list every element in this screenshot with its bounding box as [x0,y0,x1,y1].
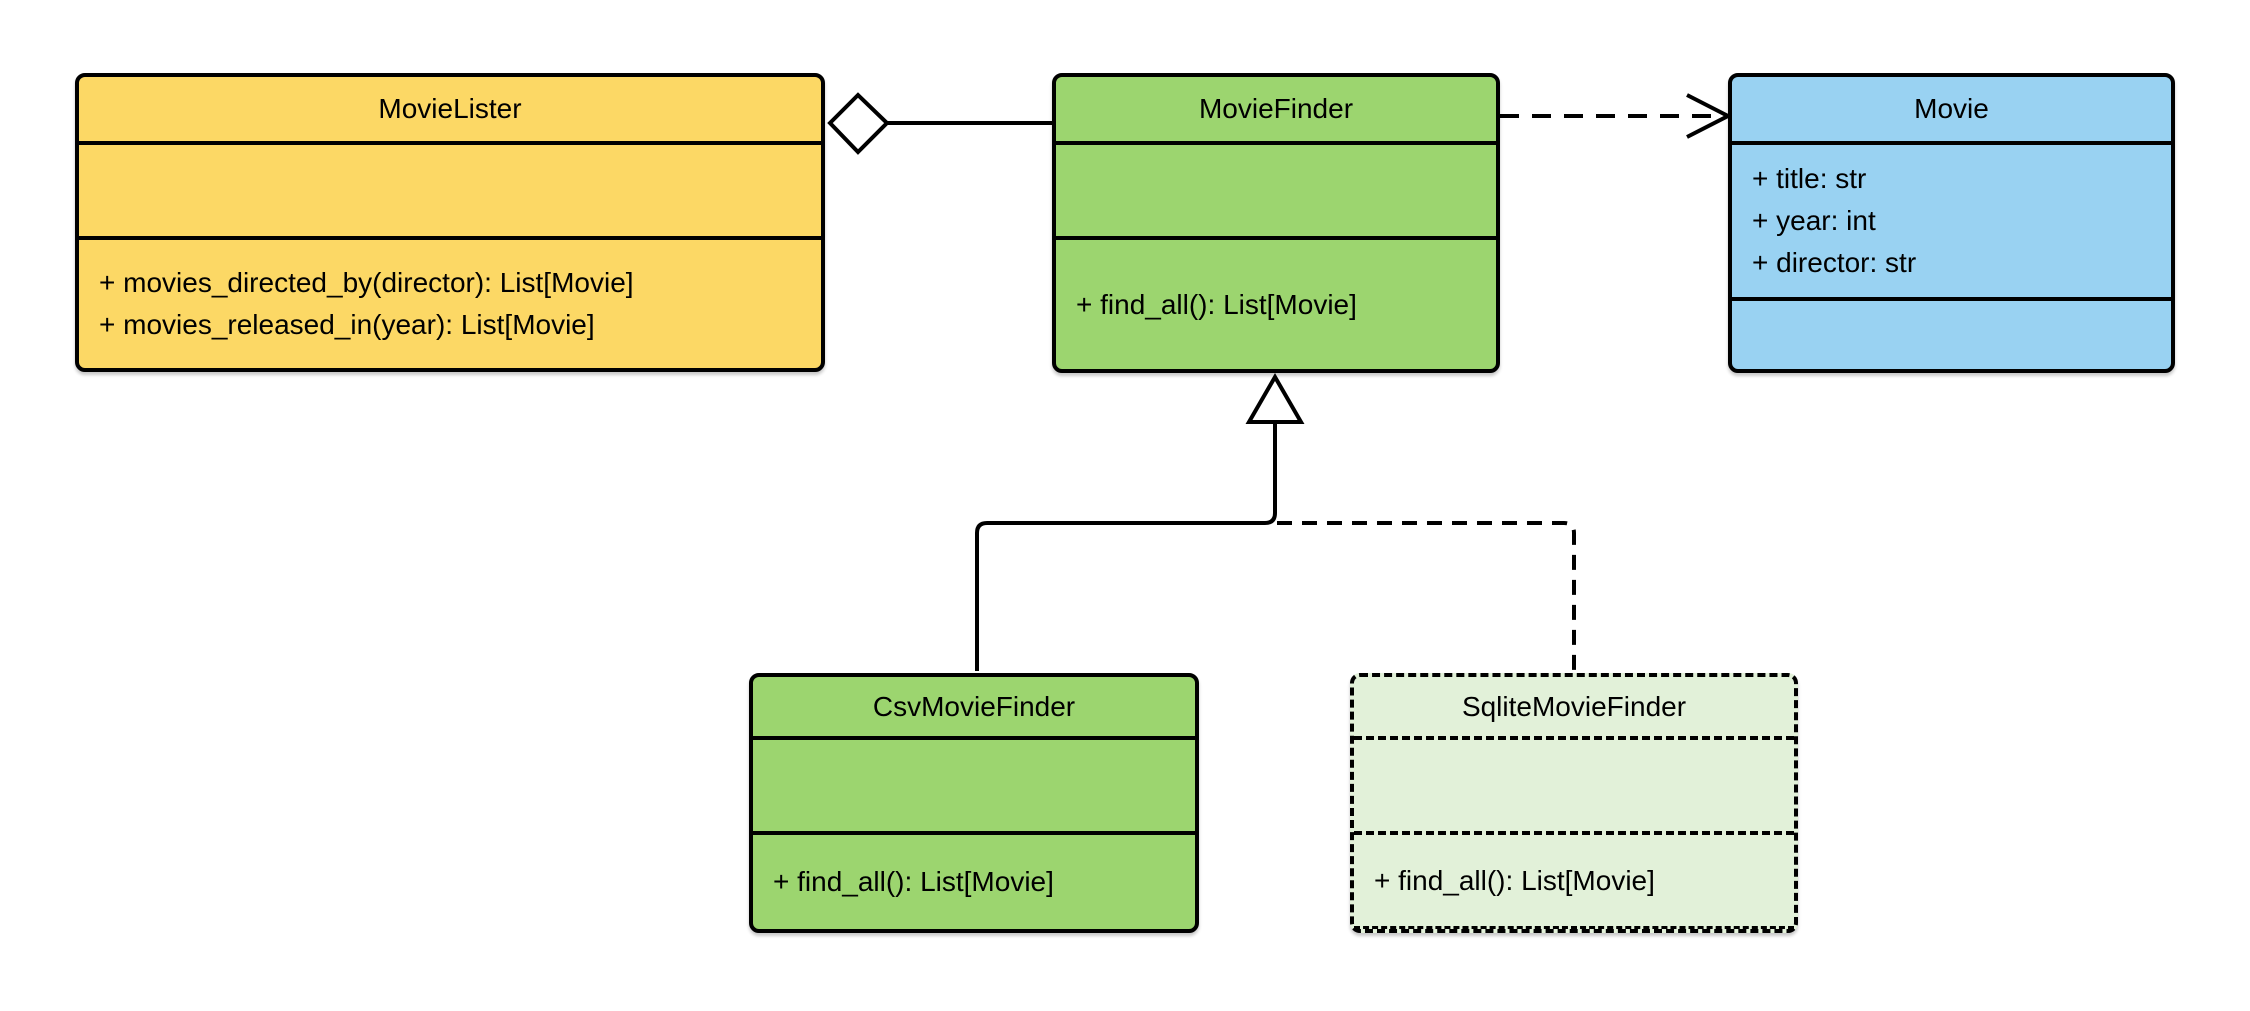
method-label: + movies_directed_by(director): List[Mov… [99,267,634,298]
attribute-label: + year: int [1752,205,1876,236]
attributes-compartment [79,145,821,240]
class-box-movie: Movie + title: str + year: int + directo… [1728,73,2175,373]
methods-compartment: + find_all(): List[Movie] [1056,240,1496,369]
attribute-label: + title: str [1752,163,1867,194]
attributes-compartment [753,740,1195,835]
method-label: + movies_released_in(year): List[Movie] [99,309,595,340]
attribute-label: + director: str [1752,247,1917,278]
class-title: SqliteMovieFinder [1354,677,1794,740]
method-label: + find_all(): List[Movie] [1374,864,1655,896]
inheritance-triangle-icon [1245,373,1305,424]
methods-compartment: + find_all(): List[Movie] [1354,835,1794,929]
methods-compartment: + movies_directed_by(director): List[Mov… [79,240,821,368]
class-title: MovieFinder [1056,77,1496,145]
class-box-movielister: MovieLister + movies_directed_by(directo… [75,73,825,372]
attributes-compartment [1056,145,1496,240]
methods-compartment: + find_all(): List[Movie] [753,835,1195,929]
class-box-moviefinder: MovieFinder + find_all(): List[Movie] [1052,73,1500,373]
aggregation-diamond-icon [827,92,890,155]
attributes-compartment: + title: str + year: int + director: str [1732,145,2171,301]
class-title: Movie [1732,77,2171,145]
method-label: + find_all(): List[Movie] [773,866,1054,897]
class-title: MovieLister [79,77,821,145]
methods-compartment [1732,301,2171,369]
inheritance-solid-path [975,422,1277,671]
class-title: CsvMovieFinder [753,677,1195,740]
attributes-compartment [1354,740,1794,835]
method-label: + find_all(): List[Movie] [1076,288,1357,320]
inheritance-dashed-path [1277,521,1576,671]
class-box-sqlitemoviefinder: SqliteMovieFinder + find_all(): List[Mov… [1350,673,1798,933]
class-box-csvmoviefinder: CsvMovieFinder + find_all(): List[Movie] [749,673,1199,933]
